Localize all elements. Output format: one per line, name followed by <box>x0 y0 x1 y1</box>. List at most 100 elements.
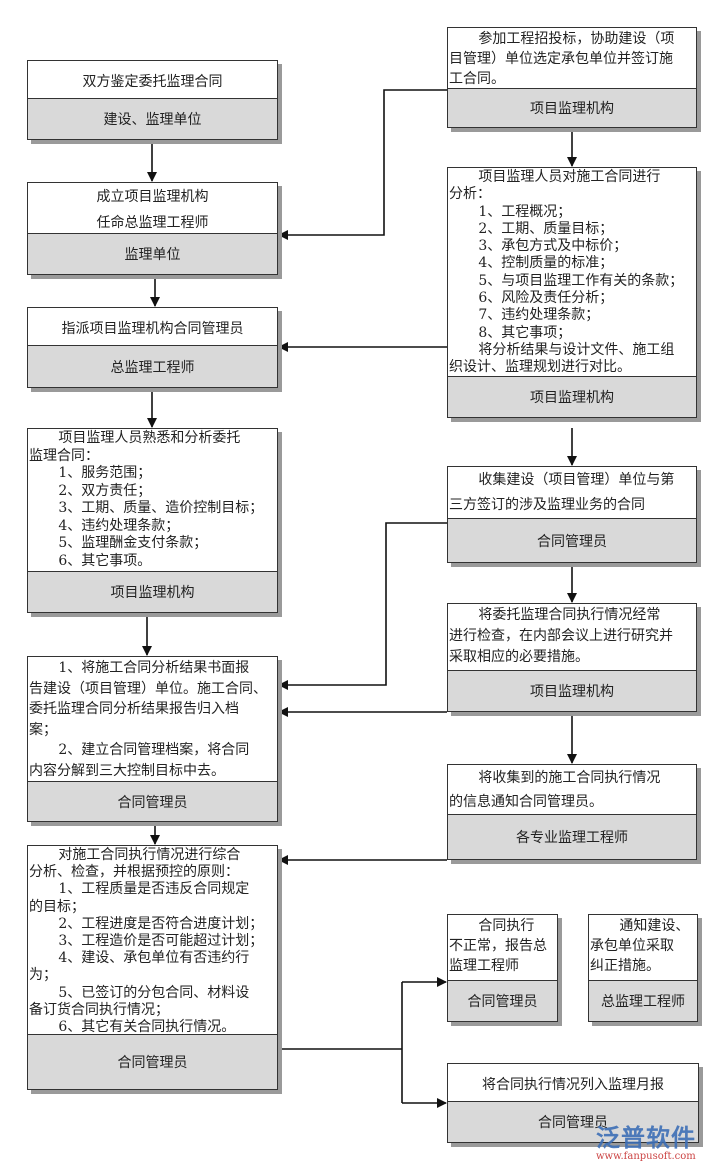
box-text-line: 的目标； <box>29 898 85 915</box>
flow-box-l3: 指派项目监理机构合同管理员总监理工程师 <box>27 307 278 388</box>
box-responsible-role: 合同管理员 <box>28 1034 277 1089</box>
box-responsible-role: 合同管理员 <box>448 518 696 562</box>
watermark-url: www.fanpusoft.com <box>596 1151 696 1162</box>
box-text-line: 告建设（项目管理）单位。施工合同、 <box>29 680 267 697</box>
box-text-line: 2、工期、质量目标； <box>478 220 614 237</box>
flow-box-l6: 对施工合同执行情况进行综合分析、检查，并根据预控的原则：1、工程质量是否违反合同… <box>27 845 278 1090</box>
watermark: 泛普软件 www.fanpusoft.com <box>596 1118 718 1162</box>
box-responsible-role: 监理单位 <box>28 233 277 274</box>
box-text-line: 将收集到的施工合同执行情况 <box>478 770 661 786</box>
box-text-line: 6、其它有关合同执行情况。 <box>58 1019 236 1036</box>
box-text-line: 不正常，报告总 <box>449 938 547 954</box>
box-description: 成立项目监理机构任命总监理工程师 <box>28 183 277 236</box>
box-responsible-role: 合同管理员 <box>28 781 277 821</box>
box-text-line: 参加工程招投标，协助建设（项 <box>478 31 675 47</box>
box-text-line: 1、工程质量是否违反合同规定 <box>58 881 250 898</box>
box-responsible-role: 项目监理机构 <box>448 670 696 711</box>
box-text-line: 承包单位采取 <box>590 938 674 954</box>
box-text-line: 4、违约处理条款； <box>58 517 180 534</box>
box-text-line: 将委托监理合同执行情况经常 <box>478 607 661 623</box>
box-text-line: 纠正措施。 <box>590 958 660 974</box>
box-responsible-role: 合同管理员 <box>448 1101 698 1142</box>
box-description: 将收集到的施工合同执行情况的信息通知合同管理员。 <box>448 765 696 817</box>
box-description: 收集建设（项目管理）单位与第三方签订的涉及监理业务的合同 <box>448 467 696 521</box>
flow-box-l1: 双方鉴定委托监理合同建设、监理单位 <box>27 60 278 140</box>
box-responsible-role: 总监理工程师 <box>28 345 277 387</box>
box-responsible-role: 各专业监理工程师 <box>448 814 696 859</box>
box-description: 将合同执行情况列入监理月报 <box>448 1064 698 1104</box>
box-text-line: 1、服务范围； <box>58 465 152 481</box>
box-description: 项目监理人员对施工合同进行分析：1、工程概况；2、工期、质量目标；3、承包方式及… <box>448 168 696 379</box>
flow-box-l4: 项目监理人员熟悉和分析委托监理合同：1、服务范围；2、双方责任；3、工期、质量、… <box>27 428 278 613</box>
box-text-line: 3、工程造价是否可能超过计划； <box>58 933 264 950</box>
box-text-line: 将分析结果与设计文件、施工组 <box>478 341 675 358</box>
box-text-line: 工合同。 <box>449 71 505 87</box>
flow-box-r6a: 合同执行不正常，报告总监理工程师合同管理员 <box>447 914 558 1022</box>
box-text-line: 进行检查，在内部会议上进行研究并 <box>449 628 673 644</box>
box-text-line: 项目监理人员熟悉和分析委托 <box>58 430 241 446</box>
box-description: 1、将施工合同分析结果书面报告建设（项目管理）单位。施工合同、委托监理合同分析结… <box>28 657 277 784</box>
box-responsible-role: 项目监理机构 <box>448 88 696 127</box>
box-text-line: 指派项目监理机构合同管理员 <box>61 320 244 337</box>
box-text-line: 收集建设（项目管理）单位与第 <box>478 472 675 488</box>
box-responsible-role: 总监理工程师 <box>589 980 697 1021</box>
box-text-line: 案； <box>29 721 57 738</box>
box-text-line: 6、风险及责任分析； <box>478 290 614 307</box>
box-text-line: 三方签订的涉及监理业务的合同 <box>449 497 645 513</box>
arrow-R1-L2 <box>278 89 447 240</box>
box-text-line: 8、其它事项； <box>478 324 572 341</box>
box-description: 参加工程招投标，协助建设（项目管理）单位选定承包单位并签订施工合同。 <box>448 28 696 91</box>
box-text-line: 监理合同： <box>29 447 99 464</box>
box-text-line: 7、违约处理条款； <box>478 307 600 324</box>
flow-box-r7: 将合同执行情况列入监理月报合同管理员 <box>447 1063 699 1143</box>
box-responsible-role: 建设、监理单位 <box>28 98 277 139</box>
box-text-line: 任命总监理工程师 <box>96 215 209 231</box>
flow-box-r3: 收集建设（项目管理）单位与第三方签订的涉及监理业务的合同合同管理员 <box>447 466 697 563</box>
box-responsible-role: 项目监理机构 <box>448 376 696 417</box>
box-text-line: 备订货合同执行情况； <box>29 1001 169 1018</box>
box-text-line: 2、工程进度是否符合进度计划； <box>58 915 264 932</box>
box-text-line: 4、控制质量的标准； <box>478 255 614 272</box>
flow-box-r1: 参加工程招投标，协助建设（项目管理）单位选定承包单位并签订施工合同。项目监理机构 <box>447 27 697 128</box>
arrow-R3-L5 <box>278 522 447 690</box>
box-text-line: 将合同执行情况列入监理月报 <box>482 1076 664 1093</box>
box-text-line: 3、工期、质量、造价控制目标； <box>58 500 264 516</box>
box-description: 合同执行不正常，报告总监理工程师 <box>448 915 557 983</box>
box-description: 对施工合同执行情况进行综合分析、检查，并根据预控的原则：1、工程质量是否违反合同… <box>28 846 277 1037</box>
box-description: 项目监理人员熟悉和分析委托监理合同：1、服务范围；2、双方责任；3、工期、质量、… <box>28 429 277 574</box>
box-responsible-role: 合同管理员 <box>448 980 557 1021</box>
box-text-line: 5、与项目监理工作有关的条款； <box>478 272 684 289</box>
box-text-line: 分析： <box>449 186 491 203</box>
box-text-line: 2、双方责任； <box>58 482 152 499</box>
box-text-line: 成立项目监理机构 <box>96 189 209 205</box>
flow-box-r6b: 通知建设、承包单位采取纠正措施。总监理工程师 <box>588 914 698 1022</box>
box-text-line: 4、建设、承包单位有否违约行 <box>58 950 250 967</box>
flow-box-l5: 1、将施工合同分析结果书面报告建设（项目管理）单位。施工合同、委托监理合同分析结… <box>27 656 278 822</box>
box-text-line: 1、将施工合同分析结果书面报 <box>58 660 250 676</box>
box-text-line: 5、已签订的分包合同、材料设 <box>58 984 250 1001</box>
box-text-line: 内容分解到三大控制目标中去。 <box>29 762 225 779</box>
box-text-line: 1、工程概况； <box>478 203 572 220</box>
box-text-line: 委托监理合同分析结果报告归入档 <box>29 701 239 717</box>
box-description: 双方鉴定委托监理合同 <box>28 61 277 101</box>
flow-box-l2: 成立项目监理机构任命总监理工程师监理单位 <box>27 182 278 275</box>
box-text-line: 通知建设、 <box>619 918 690 934</box>
box-text-line: 合同执行 <box>478 918 535 934</box>
box-text-line: 织设计、监理规划进行对比。 <box>449 359 631 376</box>
box-description: 通知建设、承包单位采取纠正措施。 <box>589 915 697 983</box>
flow-box-r4: 将委托监理合同执行情况经常进行检查，在内部会议上进行研究并采取相应的必要措施。项… <box>447 603 697 712</box>
box-text-line: 为； <box>29 967 57 984</box>
flow-box-r2: 项目监理人员对施工合同进行分析：1、工程概况；2、工期、质量目标；3、承包方式及… <box>447 167 697 418</box>
box-text-line: 2、建立合同管理档案，将合同 <box>58 742 250 758</box>
box-text-line: 监理工程师 <box>449 958 519 974</box>
box-text-line: 目管理）单位选定承包单位并签订施 <box>449 51 673 67</box>
watermark-logo: 泛普软件 <box>596 1124 696 1152</box>
box-text-line: 5、监理酬金支付条款； <box>58 535 208 551</box>
box-text-line: 3、承包方式及中标价； <box>478 238 628 255</box>
box-text-line: 分析、检查，并根据预控的原则： <box>29 864 239 881</box>
flow-box-r5: 将收集到的施工合同执行情况的信息通知合同管理员。各专业监理工程师 <box>447 764 697 860</box>
box-text-line: 采取相应的必要措施。 <box>449 649 589 665</box>
box-text-line: 6、其它事项。 <box>58 552 152 569</box>
box-text-line: 项目监理人员对施工合同进行 <box>478 169 661 185</box>
